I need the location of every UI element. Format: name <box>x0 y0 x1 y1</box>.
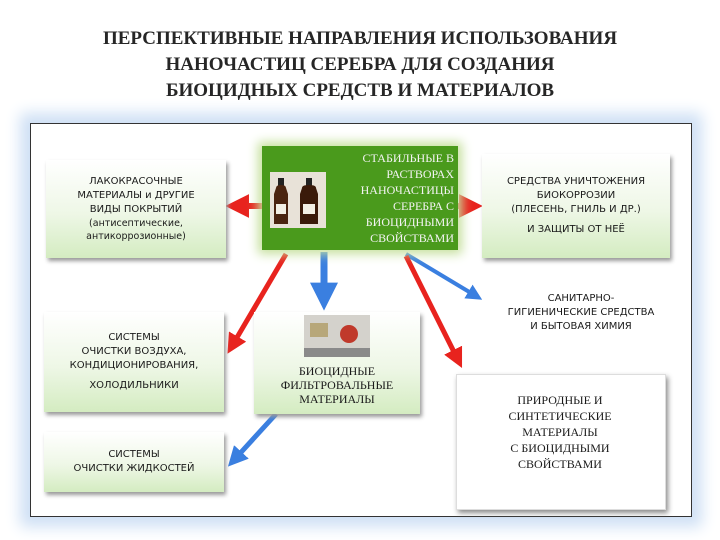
arrow-to-natural <box>403 254 463 369</box>
node-biocorrosion: СРЕДСТВА УНИЧТОЖЕНИЯ БИОКОРРОЗИИ (ПЛЕСЕН… <box>482 154 670 258</box>
node-coatings: ЛАКОКРАСОЧНЫЕ МАТЕРИАЛЫ и ДРУГИЕ ВИДЫ ПО… <box>46 160 226 258</box>
arrow-to-liquids <box>227 412 278 467</box>
node-natural-text: ПРИРОДНЫЕ И СИНТЕТИЧЕСКИЕ МАТЕРИАЛЫ С БИ… <box>508 393 612 471</box>
node-sanitary: САНИТАРНО- ГИГИЕНИЧЕСКИЕ СРЕДСТВА И БЫТО… <box>507 293 655 332</box>
arrow-to-sanitary <box>404 252 483 300</box>
node-coatings-subtitle: (антисептические, антикоррозионные) <box>86 218 186 242</box>
node-center-text: СТАБИЛЬНЫЕ В РАСТВОРАХ НАНОЧАСТИЦЫ СЕРЕБ… <box>360 151 454 245</box>
filter-samples-image <box>304 315 370 357</box>
arrow-to-air <box>227 252 289 354</box>
node-coatings-title: ЛАКОКРАСОЧНЫЕ МАТЕРИАЛЫ и ДРУГИЕ ВИДЫ ПО… <box>77 176 195 215</box>
page-title: ПЕРСПЕКТИВНЫЕ НАПРАВЛЕНИЯ ИСПОЛЬЗОВАНИЯ … <box>102 28 618 101</box>
node-liquids-text: СИСТЕМЫ ОЧИСТКИ ЖИДКОСТЕЙ <box>73 449 195 474</box>
node-natural <box>456 374 666 510</box>
node-air-title: СИСТЕМЫ ОЧИСТКИ ВОЗДУХА, КОНДИЦИОНИРОВАН… <box>69 332 199 371</box>
node-biocorrosion-title: СРЕДСТВА УНИЧТОЖЕНИЯ БИОКОРРОЗИИ (ПЛЕСЕН… <box>506 176 646 215</box>
node-filters-text: БИОЦИДНЫЕ ФИЛЬТРОВАЛЬНЫЕ МАТЕРИАЛЫ <box>280 364 394 406</box>
bottles-image <box>270 172 326 228</box>
node-air-subtitle: ХОЛОДИЛЬНИКИ <box>89 380 179 391</box>
node-liquids: СИСТЕМЫ ОЧИСТКИ ЖИДКОСТЕЙ <box>44 432 224 492</box>
node-biocorrosion-subtitle: И ЗАЩИТЫ ОТ НЕЁ <box>527 224 625 235</box>
node-air: СИСТЕМЫ ОЧИСТКИ ВОЗДУХА, КОНДИЦИОНИРОВАН… <box>44 312 224 412</box>
